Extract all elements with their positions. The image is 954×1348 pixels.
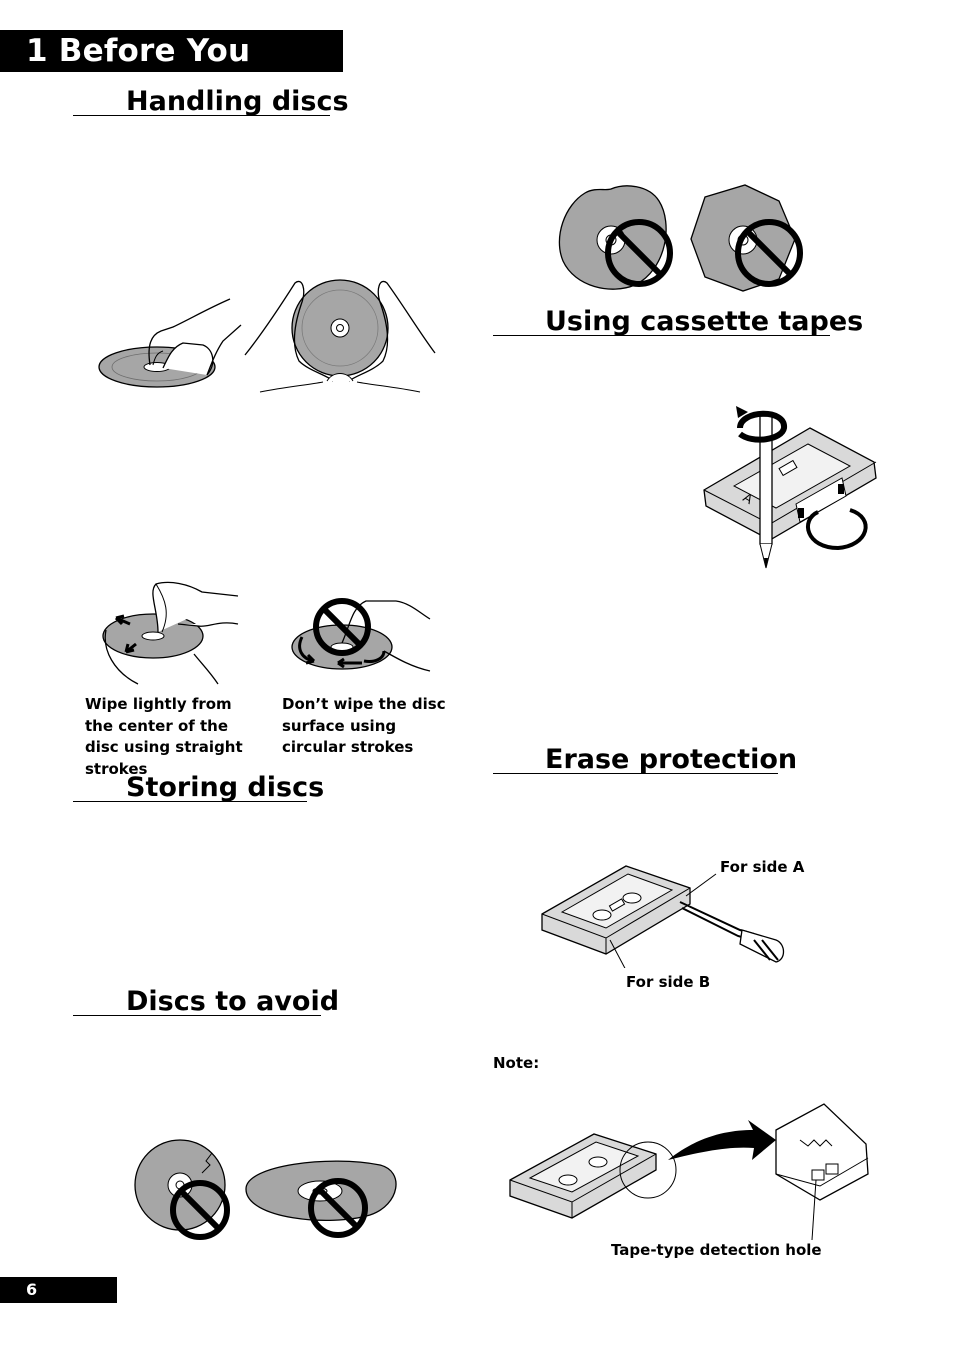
irregular-shaped-discs-illustration: [558, 184, 803, 292]
cassette-tapes-rule: [493, 335, 830, 336]
disc-held-by-center: [98, 298, 242, 388]
page-number: 6: [0, 1277, 117, 1303]
storing-discs-rule: [73, 801, 307, 802]
caption-wipe-straight: Wipe lightly from the center of the disc…: [85, 695, 243, 778]
cassette-pencil-tighten-illustration: A: [703, 406, 877, 569]
caption-wipe-circular: Don’t wipe the disc surface using circul…: [282, 695, 446, 756]
erase-protection-tab-illustration: [541, 865, 785, 968]
erase-protection-rule: [493, 773, 778, 774]
disc-handling-illustration: [98, 279, 436, 393]
cracked-disc: [134, 1139, 230, 1240]
wipe-straight-illustration: [102, 581, 239, 685]
handling-discs-rule: [73, 115, 330, 116]
wipe-circular-illustration: [291, 598, 431, 672]
handling-discs-heading: Handling discs: [126, 86, 349, 117]
octagon-shaped-disc: [690, 184, 803, 292]
label-for-side-a: For side A: [720, 858, 805, 876]
label-for-side-b: For side B: [626, 973, 711, 991]
chapter-title: 1 Before You Start: [0, 30, 343, 111]
cassette-tapes-heading: Using cassette tapes: [545, 306, 864, 337]
storing-discs-heading: Storing discs: [126, 772, 325, 803]
erase-protection-heading: Erase protection: [545, 744, 798, 775]
warped-disc: [245, 1160, 397, 1238]
cracked-warped-discs-illustration: [134, 1139, 397, 1240]
disc-held-by-edges: [244, 279, 436, 393]
tape-type-detection-illustration: [509, 1103, 869, 1241]
heart-shaped-disc: [558, 185, 673, 290]
note-heading: Note:: [493, 1054, 540, 1072]
discs-to-avoid-rule: [73, 1015, 321, 1016]
label-tape-type-detection-hole: Tape-type detection hole: [611, 1241, 822, 1259]
discs-to-avoid-heading: Discs to avoid: [126, 986, 340, 1017]
